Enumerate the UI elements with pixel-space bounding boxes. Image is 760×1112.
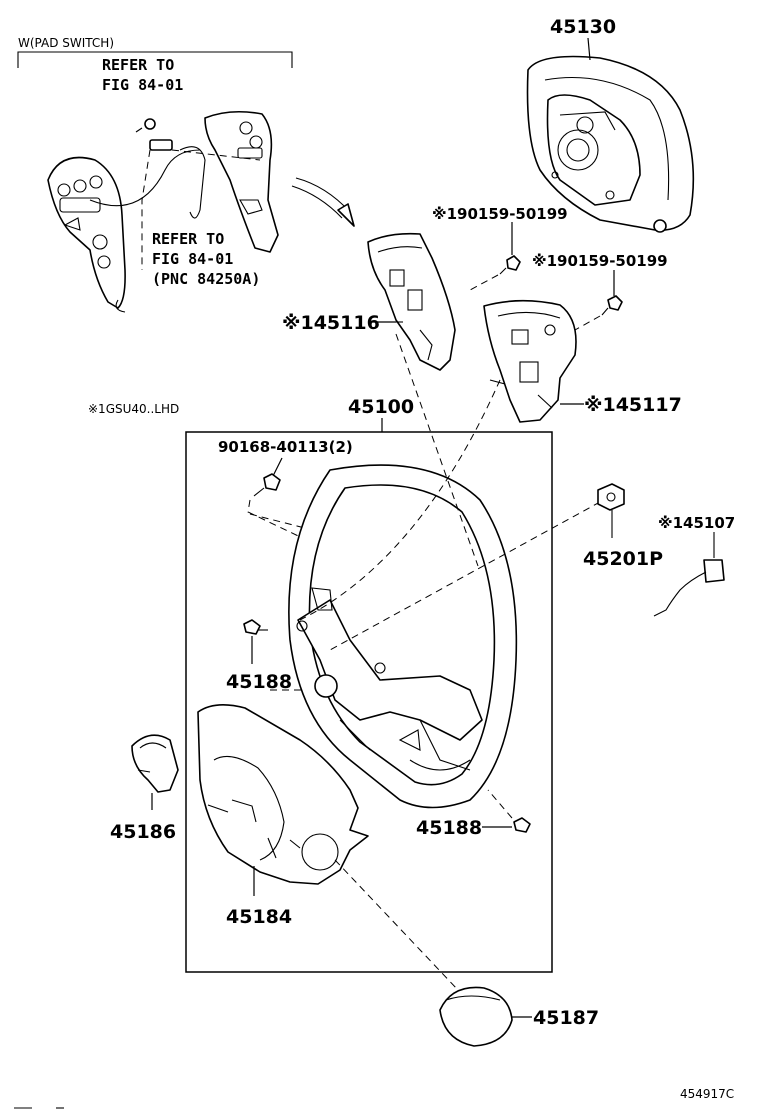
refer-note-1-line2: FIG 84-01 xyxy=(102,76,183,94)
pad-switch-group-label: W(PAD SWITCH) xyxy=(18,36,114,50)
pad-switch-right xyxy=(149,110,279,253)
steering-wheel-assembly-box xyxy=(185,431,553,973)
model-note: ※1GSU40..LHD xyxy=(88,402,179,416)
horn-pad-assembly xyxy=(526,55,695,233)
nut-45201p xyxy=(597,483,625,538)
refer-note-1[interactable]: REFER TO FIG 84-01 xyxy=(102,56,183,94)
label-45130[interactable]: 45130 xyxy=(550,16,616,38)
cap-45187 xyxy=(439,986,513,1047)
label-90159-b[interactable]: ※190159-50199 xyxy=(532,252,668,270)
wire-harness-45107 xyxy=(653,532,725,617)
screw-90159-a xyxy=(499,255,521,275)
label-45188-b[interactable]: 45188 xyxy=(416,817,482,839)
label-45184[interactable]: 45184 xyxy=(226,906,292,928)
label-45186[interactable]: 45186 xyxy=(110,821,176,843)
label-45107[interactable]: ※145107 xyxy=(658,514,735,532)
label-45100[interactable]: 45100 xyxy=(348,396,414,418)
lower-cover-no2 xyxy=(483,299,577,423)
screw-45188-b xyxy=(487,789,531,833)
label-45117[interactable]: ※145117 xyxy=(584,394,682,416)
refer-note-2-line1: REFER TO xyxy=(152,230,224,248)
label-45188-a[interactable]: 45188 xyxy=(226,671,292,693)
figure-code: 454917C xyxy=(680,1087,734,1101)
steering-wheel xyxy=(288,464,518,809)
lower-cover-45184 xyxy=(197,704,369,885)
refer-note-1-line1: REFER TO xyxy=(102,56,174,74)
label-45116[interactable]: ※145116 xyxy=(282,312,380,334)
cover-45186 xyxy=(131,734,179,793)
pad-switch-left xyxy=(47,149,201,313)
refer-note-2-line2: FIG 84-01 xyxy=(152,250,233,268)
assembly-arrow xyxy=(291,177,355,227)
refer-note-2[interactable]: REFER TO FIG 84-01 (PNC 84250A) xyxy=(152,230,260,288)
refer-note-2-line3: (PNC 84250A) xyxy=(152,270,260,288)
lower-cover-no1 xyxy=(367,232,456,371)
label-90159-a[interactable]: ※190159-50199 xyxy=(432,205,568,223)
screw-45188-a xyxy=(243,619,268,635)
label-90168[interactable]: 90168-40113(2) xyxy=(218,438,353,456)
label-45201p[interactable]: 45201P xyxy=(583,548,663,570)
screw-90159-b xyxy=(601,295,623,316)
bolt-90168 xyxy=(253,473,281,497)
label-45187[interactable]: 45187 xyxy=(533,1007,599,1029)
pad-switch-group: W(PAD SWITCH) xyxy=(17,36,293,68)
pad-switch-screw xyxy=(135,118,156,133)
